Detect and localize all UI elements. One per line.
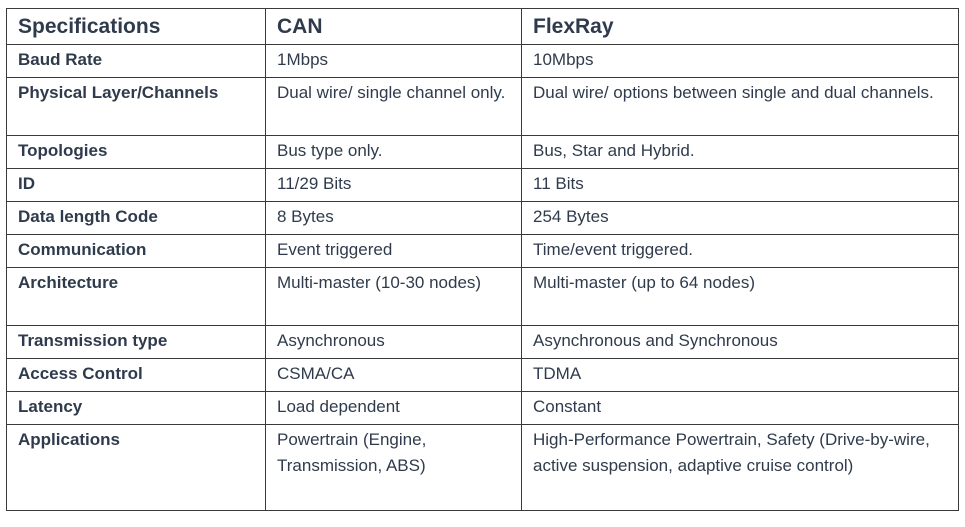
flexray-value: TDMA [521,358,959,392]
table-row: Latency Load dependent Constant [6,391,959,425]
table-row: Data length Code 8 Bytes 254 Bytes [6,201,959,235]
spec-label: Topologies [6,135,266,169]
spec-label: Applications [6,424,266,511]
table-row: Baud Rate 1Mbps 10Mbps [6,44,959,78]
can-value: Asynchronous [265,325,522,359]
header-can: CAN [265,8,522,45]
can-value: 11/29 Bits [265,168,522,202]
header-row: Specifications CAN FlexRay [6,8,959,45]
table-row: ID 11/29 Bits 11 Bits [6,168,959,202]
can-value: Multi-master (10-30 nodes) [265,267,522,326]
spec-label: Access Control [6,358,266,392]
flexray-value: Dual wire/ options between single and du… [521,77,959,136]
table-row: Access Control CSMA/CA TDMA [6,358,959,392]
table-row: Communication Event triggered Time/event… [6,234,959,268]
header-flexray: FlexRay [521,8,959,45]
table-row: Architecture Multi-master (10-30 nodes) … [6,267,959,326]
header-specifications: Specifications [6,8,266,45]
spec-label: Architecture [6,267,266,326]
table-row: Applications Powertrain (Engine, Transmi… [6,424,959,511]
can-value: Load dependent [265,391,522,425]
table-row: Transmission type Asynchronous Asynchron… [6,325,959,359]
can-value: Powertrain (Engine, Transmission, ABS) [265,424,522,511]
spec-label: Baud Rate [6,44,266,78]
can-value: 8 Bytes [265,201,522,235]
can-vs-flexray-table: Specifications CAN FlexRay Baud Rate 1Mb… [6,8,959,511]
can-value: CSMA/CA [265,358,522,392]
spec-label: Communication [6,234,266,268]
flexray-value: Constant [521,391,959,425]
flexray-value: Asynchronous and Synchronous [521,325,959,359]
flexray-value: 11 Bits [521,168,959,202]
table-row: Physical Layer/Channels Dual wire/ singl… [6,77,959,136]
flexray-value: Bus, Star and Hybrid. [521,135,959,169]
flexray-value: High-Performance Powertrain, Safety (Dri… [521,424,959,511]
flexray-value: Time/event triggered. [521,234,959,268]
spec-label: ID [6,168,266,202]
table-row: Topologies Bus type only. Bus, Star and … [6,135,959,169]
can-value: Dual wire/ single channel only. [265,77,522,136]
flexray-value: 254 Bytes [521,201,959,235]
spec-label: Physical Layer/Channels [6,77,266,136]
flexray-value: 10Mbps [521,44,959,78]
can-value: Event triggered [265,234,522,268]
spec-label: Latency [6,391,266,425]
flexray-value: Multi-master (up to 64 nodes) [521,267,959,326]
can-value: 1Mbps [265,44,522,78]
spec-label: Transmission type [6,325,266,359]
can-value: Bus type only. [265,135,522,169]
spec-label: Data length Code [6,201,266,235]
